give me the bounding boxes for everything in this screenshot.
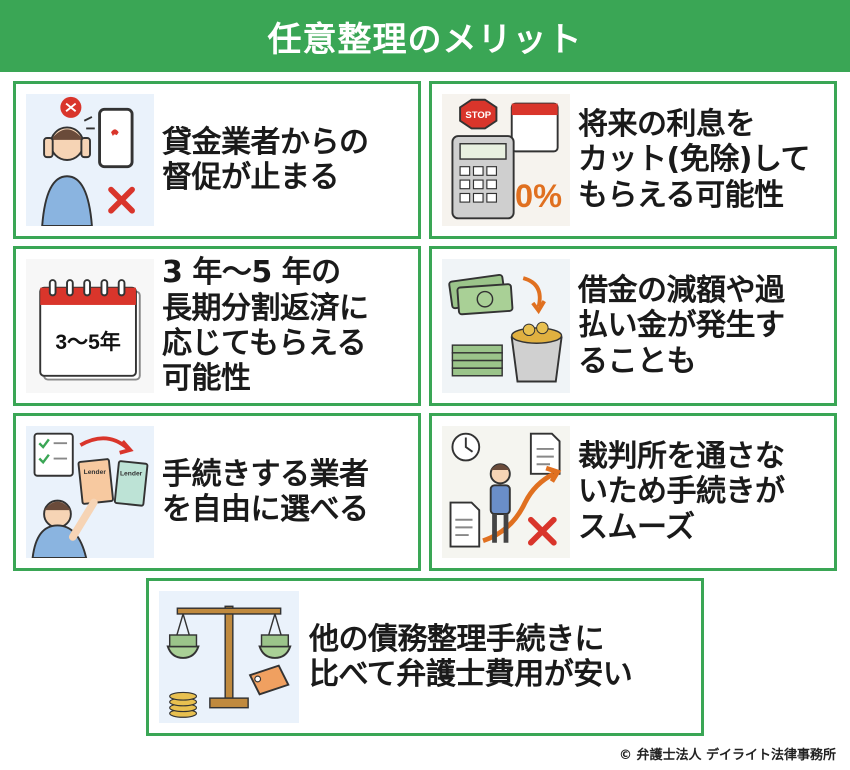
phone-stress-icon: [26, 94, 154, 226]
choose-lender-icon: Lender Lender: [26, 426, 154, 558]
merit-card-choose-lenders: Lender Lender 手続きする業者 を自由に選べる: [13, 413, 421, 571]
merit-text: 3 年〜5 年の 長期分割返済に 応じてもらえる 可能性: [162, 255, 369, 397]
merit-card-long-term-installment: 3〜5年 3 年〜5 年の 長期分割返済に 応じてもらえる 可能性: [13, 246, 421, 406]
merit-card-future-interest-cut: STOP 0% 将来の利息を カット(免除)して もらえる可能性: [429, 81, 837, 239]
header-banner: 任意整理のメリット: [0, 0, 850, 72]
merit-text: 貸金業者からの 督促が止まる: [162, 124, 369, 195]
smooth-process-icon: [442, 426, 570, 558]
stop-sign-label: STOP: [465, 110, 491, 121]
merit-card-debt-reduction: 借金の減額や過 払い金が発生す ることも: [429, 246, 837, 406]
merit-text: 将来の利息を カット(免除)して もらえる可能性: [578, 106, 811, 213]
calculator-zero-interest-icon: STOP 0%: [442, 94, 570, 226]
calendar-years-label: 3〜5年: [55, 329, 121, 354]
page-title: 任意整理のメリット: [267, 19, 583, 60]
merit-text: 裁判所を通さな いため手続きが スムーズ: [578, 438, 785, 545]
zero-percent-label: 0%: [515, 178, 562, 214]
copyright-notice: © 弁護士法人 デイライト法律事務所: [618, 748, 836, 763]
merit-card-lower-attorney-fees: 他の債務整理手続きに 比べて弁護士費用が安い: [146, 578, 704, 736]
merit-card-collection-stops: 貸金業者からの 督促が止まる: [13, 81, 421, 239]
lender-card-label: Lender: [84, 469, 107, 476]
calendar-3-5-years-icon: 3〜5年: [26, 259, 154, 393]
merit-text: 他の債務整理手続きに 比べて弁護士費用が安い: [309, 621, 633, 692]
merit-card-no-court: 裁判所を通さな いため手続きが スムーズ: [429, 413, 837, 571]
merit-text: 手続きする業者 を自由に選べる: [162, 456, 369, 527]
merit-text: 借金の減額や過 払い金が発生す ることも: [578, 272, 785, 379]
scale-price-tag-icon: [159, 591, 299, 723]
money-bucket-icon: [442, 259, 570, 393]
lender-card-label: Lender: [120, 471, 143, 478]
